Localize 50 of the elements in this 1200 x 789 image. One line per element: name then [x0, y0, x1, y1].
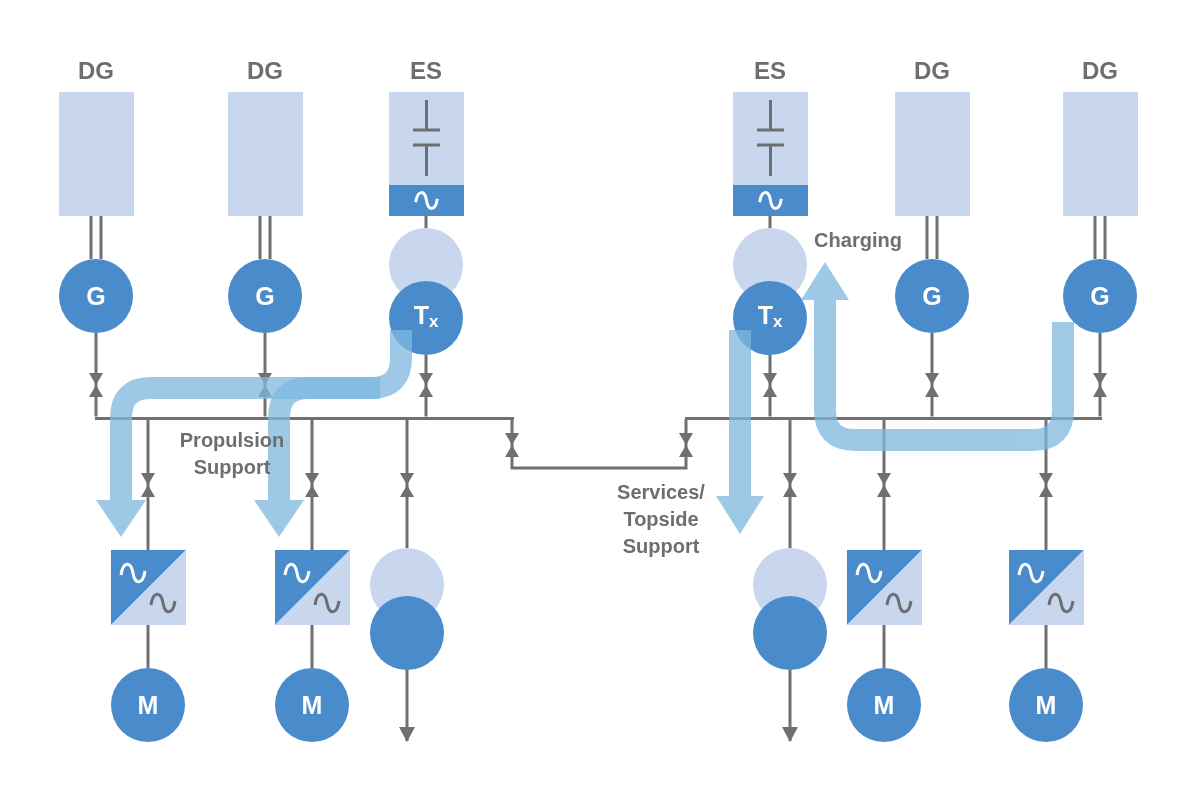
frequency-converter-symbol: [274, 550, 350, 625]
symbol-label: G: [86, 282, 106, 310]
connector-line: [94, 333, 98, 417]
unit-label: DG: [246, 57, 284, 85]
transformer-symbol: [753, 548, 827, 670]
frequency-converter-symbol: [1008, 550, 1084, 625]
symbol-label: G: [922, 282, 942, 310]
connector-line: [258, 214, 272, 261]
connector-line: [788, 419, 792, 548]
unit-label: DG: [1081, 57, 1119, 85]
connector-line: [310, 625, 314, 668]
symbol-label: M: [1035, 691, 1057, 719]
connector-line: [930, 333, 934, 417]
connector-line: [146, 625, 150, 668]
unit-label: DG: [913, 57, 951, 85]
symbol-label: M: [873, 691, 895, 719]
connector-line: [1044, 625, 1048, 668]
connector-line: [89, 214, 103, 261]
bus-bar: [94, 416, 514, 420]
connector-line: [782, 670, 798, 742]
connector-line: [1093, 214, 1107, 261]
frequency-converter-symbol: [846, 550, 922, 625]
flow-label: Services/ Topside Support: [616, 480, 706, 559]
connector-line: [510, 419, 688, 470]
bus-bar: [684, 416, 1102, 420]
symbol-label: T$_{x}$: [757, 300, 783, 333]
transformer-symbol: [370, 548, 444, 670]
symbol-label: M: [137, 691, 159, 719]
connector-line: [768, 216, 772, 228]
symbol-label: G: [255, 282, 275, 310]
flow-label: Charging: [813, 228, 903, 253]
transformer-symbol: [733, 228, 807, 355]
symbol-label: M: [301, 691, 323, 719]
symbol-label: G: [1090, 282, 1110, 310]
connector-line: [768, 355, 772, 417]
connector-line: [310, 419, 314, 550]
connector-line: [424, 355, 428, 417]
unit-label: ES: [753, 57, 787, 85]
connector-line: [1098, 333, 1102, 417]
connector-line: [882, 625, 886, 668]
connector-line: [405, 419, 409, 548]
unit-label: ES: [409, 57, 443, 85]
connector-line: [424, 216, 428, 228]
connector-line: [925, 214, 939, 261]
unit-label: DG: [77, 57, 115, 85]
frequency-converter-symbol: [110, 550, 186, 625]
symbol-label: T$_{x}$: [413, 300, 439, 333]
connector-line: [146, 419, 150, 550]
transformer-symbol: [389, 228, 463, 355]
connector-line: [399, 670, 415, 742]
